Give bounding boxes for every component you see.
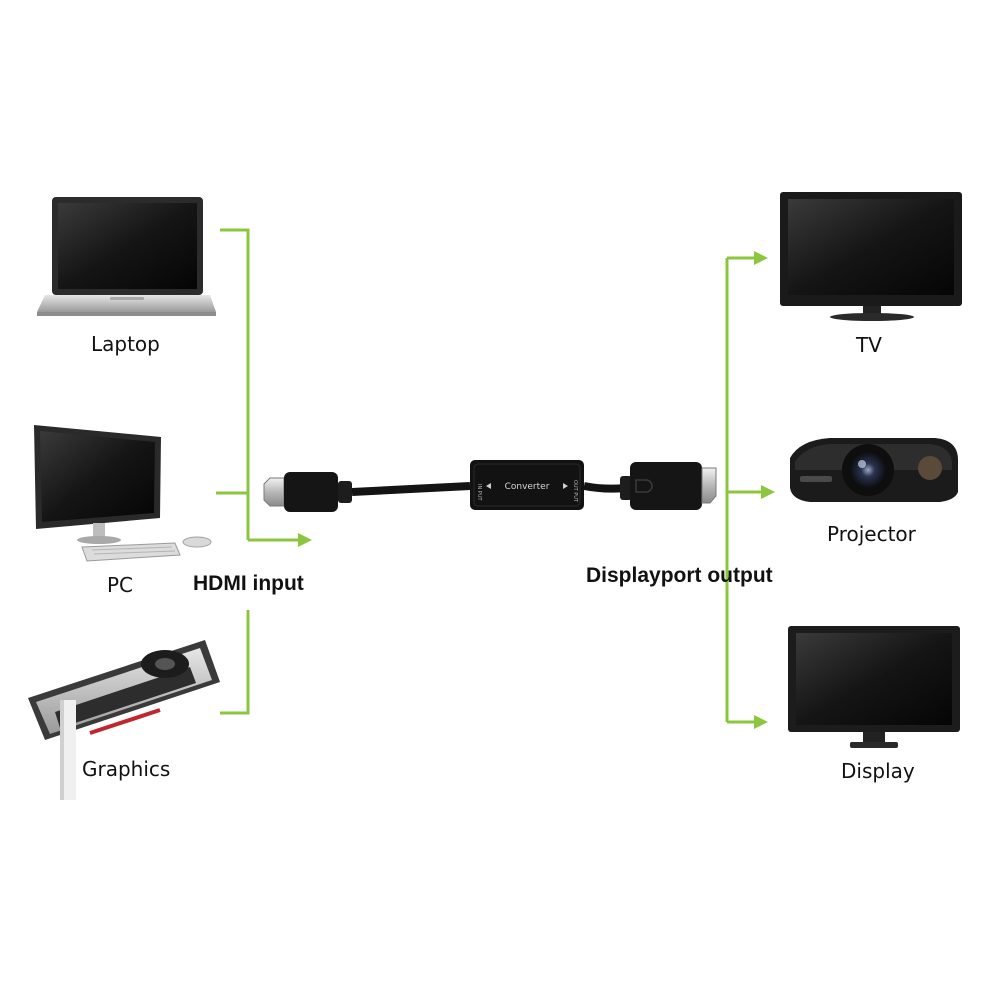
source-label-laptop: Laptop (91, 332, 160, 356)
cable-segment-right (583, 482, 626, 493)
displayport-plug-housing-icon (630, 462, 702, 510)
source-label-pc: PC (107, 573, 134, 597)
output-arrow-tv-head (754, 251, 768, 265)
desktop-pc-icon (34, 425, 212, 562)
hdmi-plug-tip-icon (263, 477, 285, 507)
tv-icon (780, 192, 962, 321)
hdmi-input-label: HDMI input (193, 572, 304, 595)
input-bracket-top (220, 228, 250, 468)
output-label-tv: TV (856, 333, 882, 357)
output-arrow-projector-head (761, 485, 775, 499)
output-bracket (725, 251, 775, 729)
monitor-display-icon (788, 626, 960, 748)
graphics-card-icon (28, 640, 220, 800)
cable-segment-left (351, 482, 471, 496)
output-label-display: Display (841, 759, 915, 783)
converter-label: Converter (505, 482, 550, 492)
converter-out-port-label: OUT PUT (572, 480, 578, 503)
hdmi-plug-housing-icon (284, 472, 338, 512)
displayport-plug-tip-icon (701, 467, 717, 504)
input-bracket (216, 228, 312, 715)
displayport-output-label: Displayport output (586, 564, 773, 587)
laptop-icon (37, 197, 216, 316)
source-label-graphics: Graphics (82, 757, 171, 781)
input-arrow-head (298, 533, 312, 547)
input-bracket-bottom (220, 610, 250, 715)
output-label-projector: Projector (827, 522, 916, 546)
projector-icon (790, 438, 958, 502)
converter-box-icon (470, 460, 584, 510)
converter-in-port-label: IN PUT (476, 484, 482, 501)
output-arrow-display-head (754, 715, 768, 729)
hdmi-to-displayport-cable: Converter IN PUT OUT PUT (263, 460, 717, 512)
